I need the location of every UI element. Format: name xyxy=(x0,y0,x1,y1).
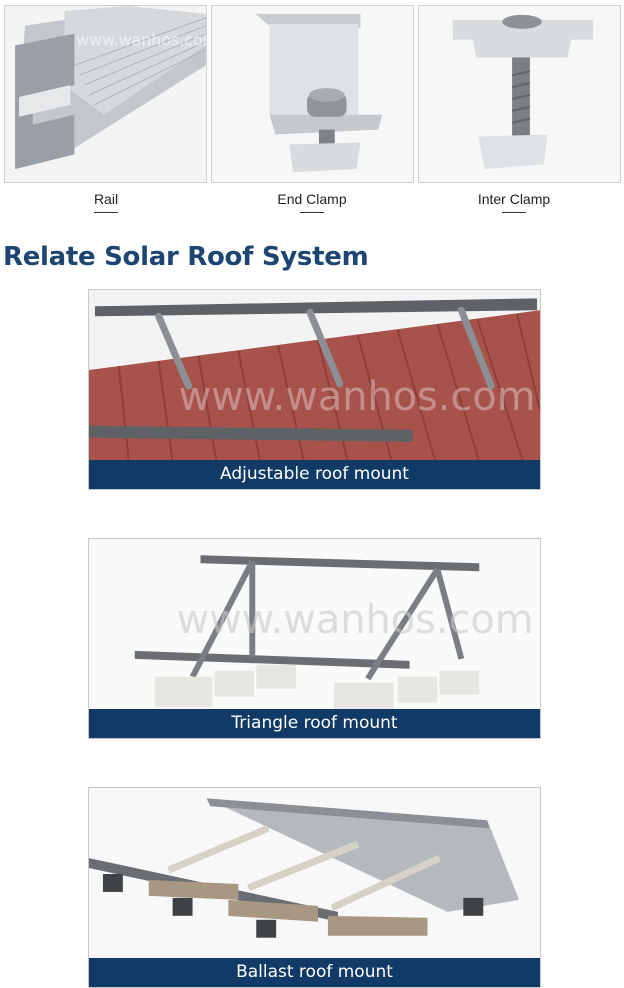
end-clamp-image xyxy=(211,5,414,183)
adjustable-roof-mount-panel: www.wanhos.com Adjustable roof mount xyxy=(88,289,541,490)
watermark-text: www.wanhos.com xyxy=(177,597,534,643)
adjustable-roof-mount-illustration: www.wanhos.com xyxy=(89,290,540,462)
triangle-roof-mount-panel: www.wanhos.com Triangle roof mount xyxy=(88,538,541,739)
ballast-roof-mount-panel: Ballast roof mount xyxy=(88,787,541,988)
rail-caption: Rail xyxy=(93,191,119,207)
inter-clamp-caption: Inter Clamp xyxy=(477,191,551,207)
end-clamp-caption: End Clamp xyxy=(277,191,347,207)
rail-illustration: www.wanhos.com xyxy=(5,6,206,182)
triangle-roof-mount-illustration: www.wanhos.com xyxy=(89,539,540,711)
end-clamp-illustration xyxy=(212,6,413,182)
triangle-roof-mount-caption: Triangle roof mount xyxy=(89,709,540,738)
watermark-text: www.wanhos.com xyxy=(76,31,206,50)
inter-clamp-illustration xyxy=(419,6,620,182)
watermark-text: www.wanhos.com xyxy=(179,374,536,420)
section-title: Relate Solar Roof System xyxy=(3,242,369,272)
inter-clamp-image xyxy=(418,5,621,183)
rail-caption-underline xyxy=(94,212,118,213)
ballast-roof-mount-caption: Ballast roof mount xyxy=(89,958,540,987)
rail-image: www.wanhos.com xyxy=(4,5,207,183)
end-clamp-caption-underline xyxy=(300,212,324,213)
adjustable-roof-mount-caption: Adjustable roof mount xyxy=(89,460,540,489)
inter-clamp-caption-underline xyxy=(502,212,526,213)
ballast-roof-mount-illustration xyxy=(89,788,540,960)
